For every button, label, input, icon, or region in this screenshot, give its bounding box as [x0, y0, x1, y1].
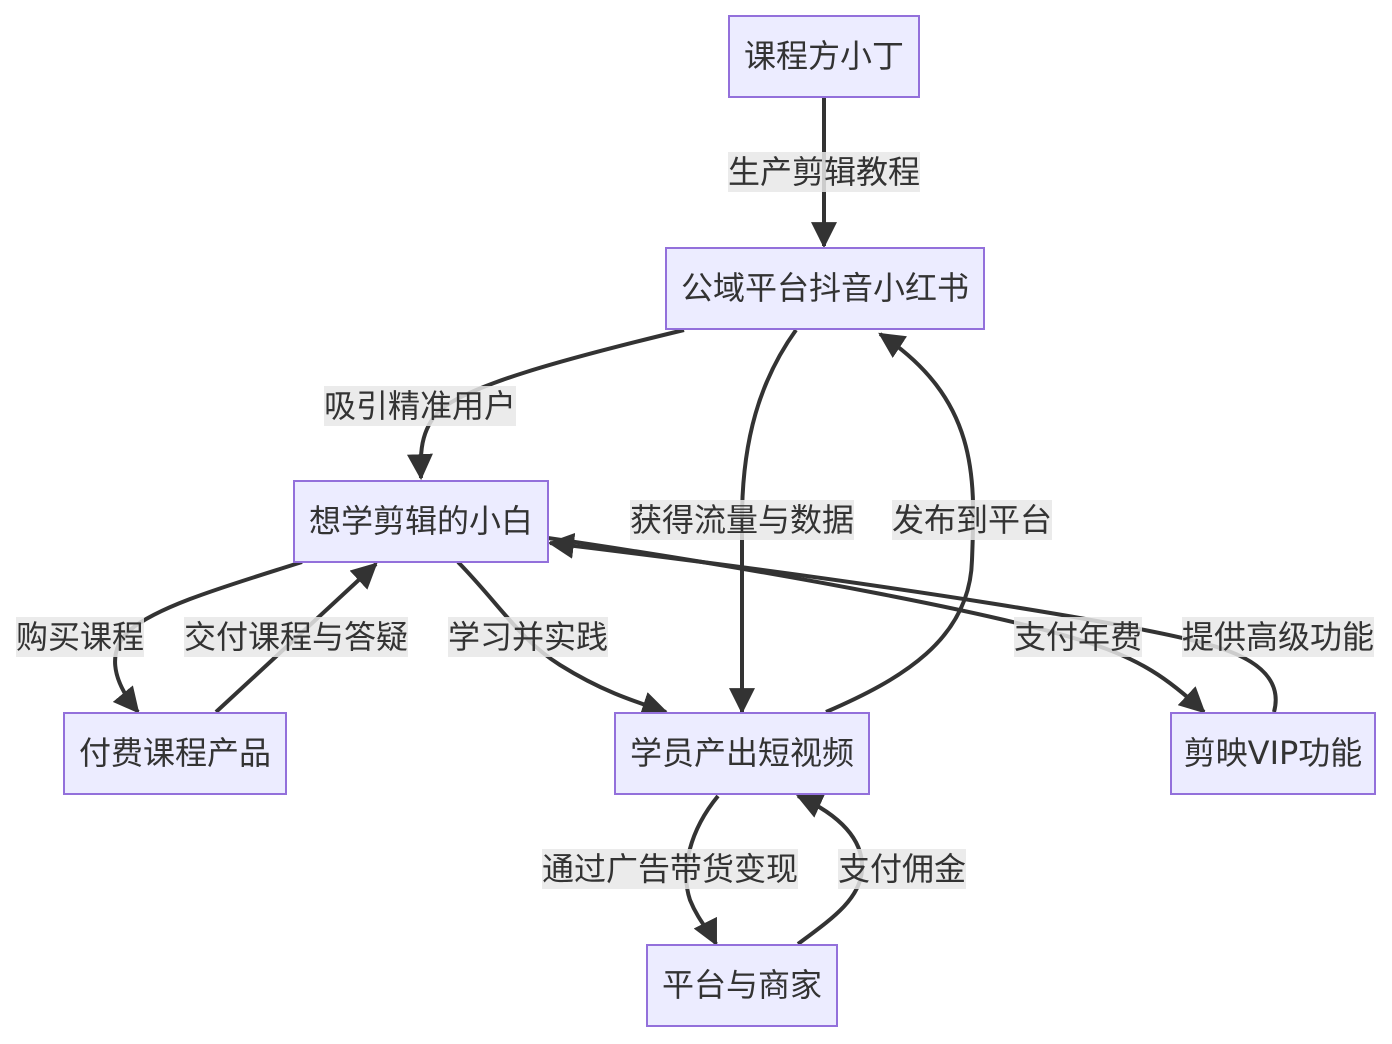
svg-text:支付年费: 支付年费: [1014, 618, 1142, 656]
svg-text:交付课程与答疑: 交付课程与答疑: [184, 618, 408, 656]
node-kecheng-fang: 课程方小丁: [728, 15, 920, 98]
edge-label-e7: 学习并实践: [448, 617, 608, 657]
edge-xueyuan-to-pingtai: [684, 794, 720, 946]
node-xiaobai: 想学剪辑的小白: [293, 480, 549, 563]
svg-text:通过广告带货变现: 通过广告带货变现: [542, 850, 798, 888]
svg-text:课程方小丁: 课程方小丁: [744, 37, 904, 75]
svg-text:平台与商家: 平台与商家: [662, 966, 822, 1004]
node-gongyu-pingtai: 公域平台抖音小红书: [665, 247, 985, 330]
edge-jianying-to-xiaobai: [547, 532, 1278, 713]
svg-text:吸引精准用户: 吸引精准用户: [324, 387, 516, 425]
svg-text:发布到平台: 发布到平台: [892, 501, 1052, 539]
node-jianying-vip: 剪映VIP功能: [1170, 712, 1376, 795]
edge-label-e9: 提供高级功能: [1182, 617, 1374, 657]
edge-label-e4: 发布到平台: [892, 500, 1052, 540]
svg-text:剪映VIP功能: 剪映VIP功能: [1184, 734, 1363, 772]
edge-label-e10: 通过广告带货变现: [542, 849, 798, 889]
edge-label-e3: 获得流量与数据: [630, 500, 854, 540]
svg-text:购买课程: 购买课程: [16, 618, 144, 656]
node-xueyuan-chanchu: 学员产出短视频: [614, 712, 870, 795]
svg-text:获得流量与数据: 获得流量与数据: [630, 501, 854, 539]
svg-text:支付佣金: 支付佣金: [838, 850, 966, 888]
edge-xiaobai-to-xueyuan: [456, 560, 669, 717]
svg-text:生产剪辑教程: 生产剪辑教程: [728, 153, 920, 191]
edge-label-e5: 购买课程: [16, 617, 144, 657]
svg-text:学员产出短视频: 学员产出短视频: [630, 734, 854, 772]
svg-text:公域平台抖音小红书: 公域平台抖音小红书: [681, 269, 969, 307]
node-fufei-kecheng: 付费课程产品: [63, 712, 287, 795]
svg-text:提供高级功能: 提供高级功能: [1182, 618, 1374, 656]
edge-label-e2: 吸引精准用户: [324, 386, 516, 426]
edge-label-e1: 生产剪辑教程: [728, 152, 920, 192]
edge-label-e11: 支付佣金: [838, 849, 966, 889]
svg-text:想学剪辑的小白: 想学剪辑的小白: [309, 502, 533, 540]
edge-label-e6: 交付课程与答疑: [184, 617, 408, 657]
node-pingtai-shangjia: 平台与商家: [646, 944, 838, 1027]
edge-xueyuan-to-gongyu: [825, 332, 976, 714]
edge-label-e8: 支付年费: [1014, 617, 1142, 657]
svg-text:付费课程产品: 付费课程产品: [79, 734, 271, 772]
svg-text:学习并实践: 学习并实践: [448, 618, 608, 656]
